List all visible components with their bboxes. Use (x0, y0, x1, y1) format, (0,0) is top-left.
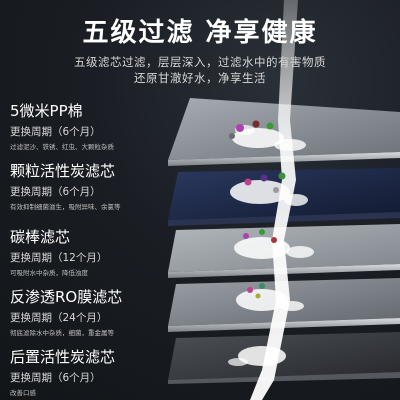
layer-ro-period: 更换周期（24个月） (10, 312, 108, 324)
layer-post-carbon-period: 更换周期（6个月） (10, 372, 101, 384)
layer-carbon-rod-period: 更换周期（12个月） (10, 252, 108, 264)
layer-carbon-granule: 颗粒活性炭滤芯 更换周期（6个月） 有效抑制细菌滋生，吸附异味、余氯等 (10, 160, 170, 211)
subtitle-line-1: 五级滤芯过滤，层层深入，过滤水中的有害物质 (74, 55, 326, 69)
water-splashes (228, 125, 314, 366)
impurity-particles (229, 120, 286, 299)
layer-carbon-rod-name: 碳棒滤芯 (10, 228, 71, 246)
page-title: 五级过滤 净享健康 (82, 18, 318, 48)
layer-ro-desc: 彻底滤除水中杂质，细菌，重金属等 (10, 329, 114, 337)
layer-carbon-rod: 碳棒滤芯 更换周期（12个月） 可吸附水中杂质，降低浊度 (10, 226, 170, 277)
layer-pp-name: 5微米PP棉 (10, 102, 83, 120)
layer-carbon-rod-desc: 可吸附水中杂质，降低浊度 (10, 269, 88, 277)
layer-pp: 5微米PP棉 更换周期（6个月） 过滤泥沙、铁锈、红虫、大颗粒杂质 (10, 100, 170, 151)
layer-post-carbon: 后置活性炭滤芯 更换周期（6个月） 改善口感 (10, 346, 170, 397)
layer-carbon-granule-period: 更换周期（6个月） (10, 186, 101, 198)
layer-pp-period: 更换周期（6个月） (10, 126, 101, 138)
layer-post-carbon-desc: 改善口感 (10, 389, 36, 397)
layer-post-carbon-name: 后置活性炭滤芯 (10, 348, 116, 366)
layer-pp-desc: 过滤泥沙、铁锈、红虫、大颗粒杂质 (10, 143, 114, 151)
layer-carbon-granule-desc: 有效抑制细菌滋生，吸附异味、余氯等 (10, 203, 121, 211)
layer-carbon-granule-name: 颗粒活性炭滤芯 (10, 162, 116, 180)
layer-ro: 反渗透RO膜滤芯 更换周期（24个月） 彻底滤除水中杂质，细菌，重金属等 (10, 286, 170, 337)
layer-ro-name: 反渗透RO膜滤芯 (10, 288, 123, 306)
subtitle-line-2: 还原甘澈好水，净享生活 (134, 71, 266, 85)
